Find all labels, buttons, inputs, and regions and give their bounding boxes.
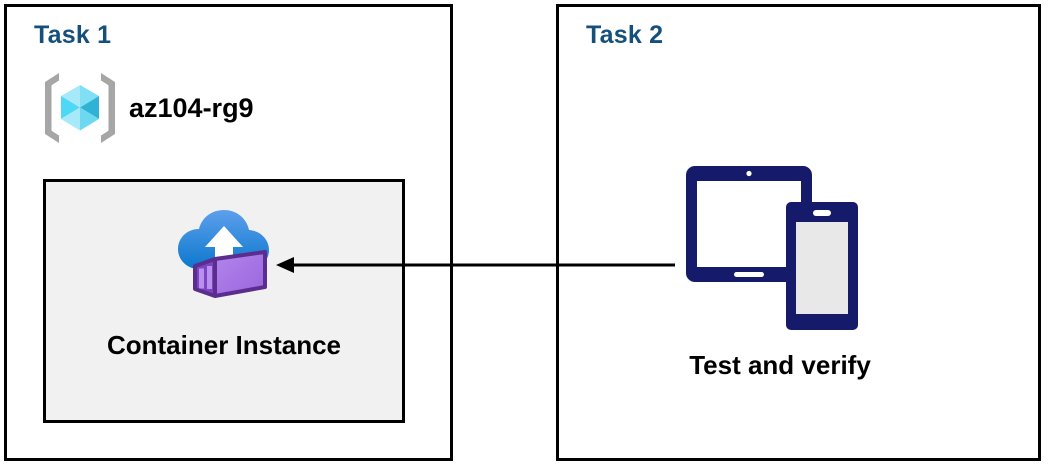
resource-box-container-instance: Container Instance [43,179,405,423]
container-instance-label: Container Instance [106,330,342,360]
resource-group-label: az104-rg9 [129,92,254,123]
panel-task-1-title: Task 1 [34,21,112,49]
test-and-verify-label: Test and verify [689,350,871,380]
panel-task-1: Task 1 az104-rg9 [4,4,453,461]
resource-group-row: az104-rg9 [37,65,254,151]
panel-task-2-title: Task 2 [586,21,664,49]
resource-group-icon [45,73,115,143]
devices-tablet-phone-icon [686,166,858,330]
container-instance-icon [178,210,269,298]
